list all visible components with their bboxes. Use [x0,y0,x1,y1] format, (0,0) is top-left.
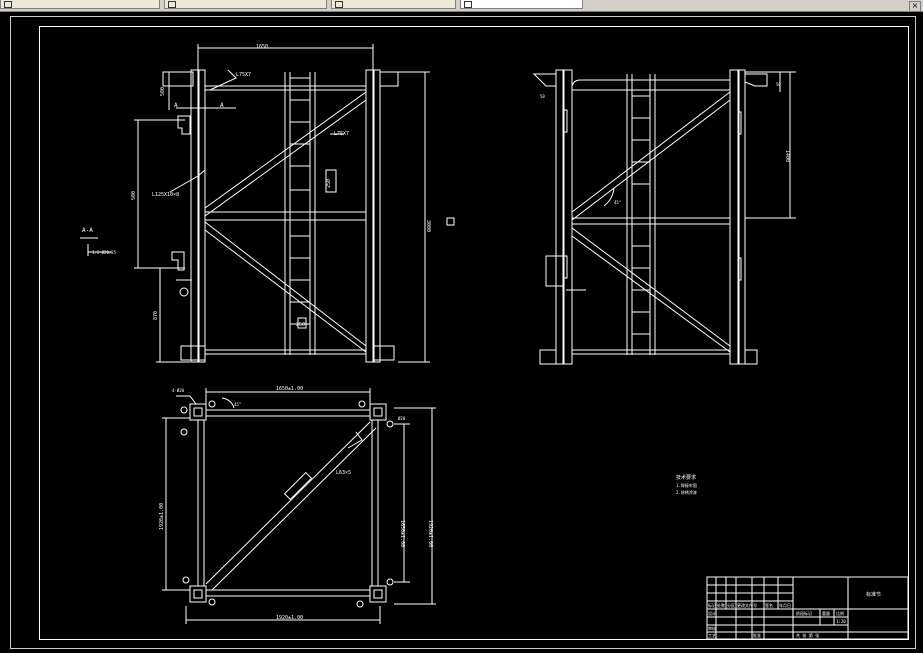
plan-diagonal-label: L63×5 [336,470,351,476]
title-cell-change: 更改文件号 [737,602,757,608]
notes-line-2: 2.除锈涂漆 [676,489,697,495]
title-cell-review: 审核 [708,625,716,631]
left-span-dimension: 500 [131,191,137,200]
drawing-file-icon [4,0,12,8]
close-tab-button[interactable]: × [909,1,921,12]
right-top-dimension: 50 [776,82,781,87]
title-cell-design: 设计 [708,610,716,616]
title-cell-sign: 签名 [765,602,773,608]
drawing-file-icon [335,0,343,8]
sheet-inner-border [39,26,909,640]
chord-label: L125X10×8 [152,192,179,198]
title-scale: 比例 [836,610,844,616]
title-cell-zone: 分区 [727,602,735,608]
document-tab-1[interactable] [0,0,160,9]
title-weight: 重量 [822,610,830,616]
notes-line-1: 1.焊接牢固 [676,482,697,488]
right-height-dimension: 1400 [784,150,790,162]
document-tab-4[interactable] [460,0,583,9]
overall-height-dimension: 3000 [425,220,431,232]
section-mark-left: A [174,102,178,109]
title-scale-value: 1:20 [836,619,846,624]
section-mark-right: A [220,102,224,109]
plan-angle-label: 45° [234,402,241,407]
title-block: 标记 处数 分区 更改文件号 签名 年月日 设计 审核 工艺 批准 阶段标记 重… [706,576,909,640]
ladder-spacing-dimension: 250 [326,179,332,188]
section-detail-note: 1:5 Ø20×25 [92,250,117,255]
plan-right-outer-dimension: 1920±1.00 [427,520,433,547]
title-cell-date: 年月日 [779,602,791,608]
top-width-dimension: 1650 [256,44,268,50]
sheet-outer-border [10,16,916,649]
right-elevation-view: 50 1400 50 45° [532,69,796,365]
drawing-canvas[interactable]: 1650 3000 500 500 870 L75X7 L75X7 L125X1… [0,12,923,653]
section-detail-aa: A-A 1:5 Ø20×25 [80,227,117,256]
ladder-bottom-dimension: 250 [296,322,305,328]
sheet-number: 共 张 第 张 [796,632,819,638]
title-cell-mark: 标记 [708,602,716,608]
drawing-name: 标准节 [866,591,881,598]
plan-right-inner-dimension: 1650±1.00 [399,520,405,547]
drawing-file-icon [168,0,176,8]
right-side-dimension: 50 [540,94,545,99]
plan-corner-label: 4-Ø20 [172,388,185,393]
plan-corner-label-2: Ø20 [398,416,406,421]
document-tab-2[interactable] [164,0,327,9]
title-cell-count: 处数 [717,602,725,608]
title-cell-process: 工艺 [708,633,716,638]
title-cell-approve: 批准 [753,632,761,638]
plan-top-dimension: 1650±1.00 [276,386,303,392]
document-tab-bar: × [0,0,923,12]
notes-title: 技术要求 [676,474,696,481]
brace-angle: 45° [614,200,621,205]
title-stage-mark: 阶段标记 [796,610,812,616]
technical-notes: 技术要求 1.焊接牢固 2.除锈涂漆 [676,474,697,495]
plan-bottom-dimension: 1920±1.00 [276,615,303,621]
upper-offset-dimension: 500 [160,87,166,96]
drawing-file-icon [464,0,472,8]
view-marker [446,217,455,226]
top-brace-label: L75X7 [236,72,251,78]
section-detail-title: A-A [82,227,93,234]
left-elevation-view: 1650 3000 500 500 870 L75X7 L75X7 L125X1… [131,44,431,363]
document-tab-3[interactable] [331,0,456,9]
lower-span-dimension: 870 [153,311,159,320]
plan-left-dimension: 1920±1.00 [159,503,165,530]
diagonal-brace-label: L75X7 [334,131,349,137]
plan-view: 1650±1.00 1920±1.00 1920±1.00 1650±1.00 … [159,386,436,624]
